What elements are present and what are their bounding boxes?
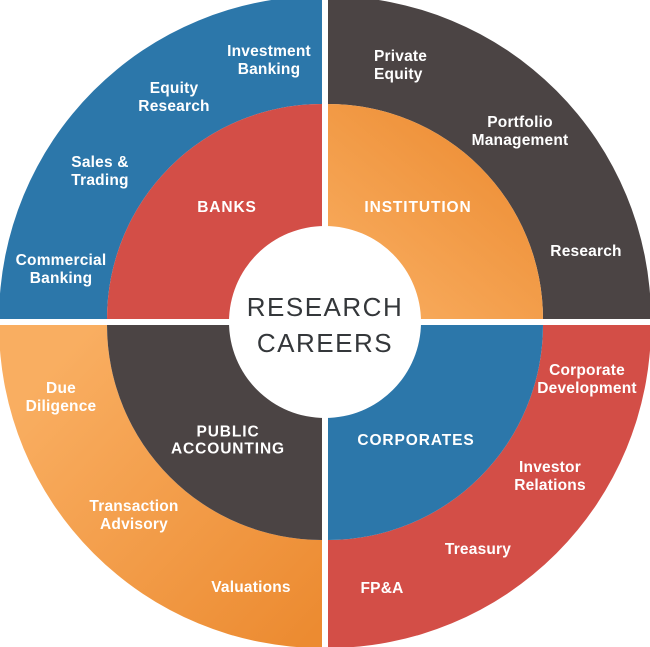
label-equity-research: Equity Research <box>138 80 210 115</box>
sector-corporates-outer <box>328 325 650 647</box>
label-commercial-banking: Commercial Banking <box>15 252 107 287</box>
sector-accounting-outer <box>0 325 322 647</box>
label-sales-trading: Sales & Trading <box>71 154 129 189</box>
label-transaction-advisory: Transaction Advisory <box>89 498 179 533</box>
label-treasury: Treasury <box>444 541 512 558</box>
sector-accounting-inner <box>107 325 322 540</box>
sector-banking-outer <box>0 0 322 319</box>
sector-banks-inner <box>107 104 322 319</box>
center-title: RESEARCH CAREERS <box>247 289 403 361</box>
ring-label-banks: BANKS <box>197 198 257 216</box>
label-investment-banking: Investment Banking <box>227 43 311 78</box>
sector-corporates-inner <box>328 325 543 540</box>
ring-label-public-accounting: PUBLIC ACCOUNTING <box>170 423 286 457</box>
label-investor-relations: Investor Relations <box>514 459 586 494</box>
center-title-line1: RESEARCH <box>246 292 404 322</box>
label-valuations: Valuations <box>211 579 291 596</box>
label-private-equity: Private Equity <box>374 48 428 83</box>
label-due-diligence: Due Diligence <box>25 380 97 415</box>
ring-label-corporates: CORPORATES <box>357 431 475 449</box>
label-research: Research <box>550 243 622 260</box>
label-fpa: FP&A <box>360 580 404 597</box>
sector-institution-inner <box>328 104 543 319</box>
center-circle <box>229 226 421 418</box>
ring-label-institution: INSTITUTION <box>364 198 472 216</box>
label-portfolio-management: Portfolio Management <box>471 114 569 149</box>
label-corporate-development: Corporate Development <box>537 362 637 397</box>
center-title-line2: CAREERS <box>256 328 394 358</box>
sector-institution-outer <box>328 0 650 319</box>
